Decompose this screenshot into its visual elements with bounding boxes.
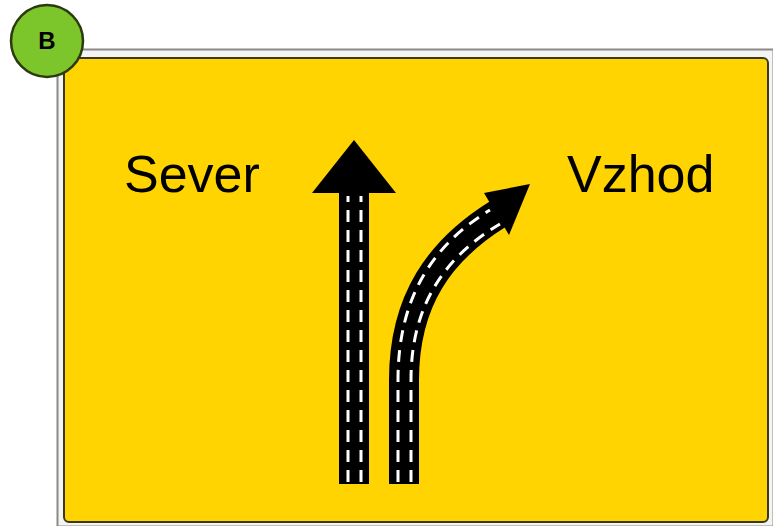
lane-marking — [347, 196, 350, 482]
direction-name: Sever — [124, 148, 260, 200]
badge-fill — [11, 5, 83, 77]
road-shaft — [339, 188, 369, 484]
outer-frame — [58, 50, 773, 526]
badge-letter: B — [38, 29, 55, 53]
lane-marking — [360, 196, 363, 482]
badge-circle: B — [9, 3, 85, 79]
direction-name: Vzhod — [567, 148, 714, 200]
